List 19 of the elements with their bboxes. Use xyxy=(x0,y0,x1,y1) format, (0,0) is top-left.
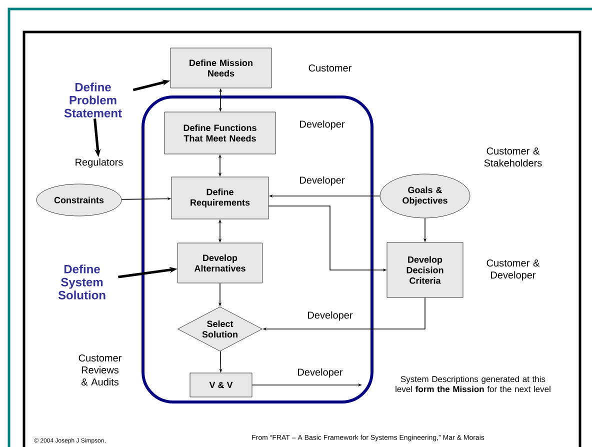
role-text: Customer & Stakeholders xyxy=(484,147,542,167)
rounded-frame xyxy=(142,96,374,404)
role-text: Customer xyxy=(308,64,352,72)
edge-label: Developer xyxy=(306,310,354,322)
process-box: V & V xyxy=(190,372,252,398)
process-box: Define Requirements xyxy=(171,176,269,220)
process-box: Define Functions That Meet Needs xyxy=(164,112,276,154)
note-text: System Descriptions generated at this level form the Mission for the next level xyxy=(396,376,550,392)
role-text: Developer xyxy=(300,120,345,130)
role-text: Customer Reviews & Audits xyxy=(78,354,122,386)
heading-text: Define Problem Statement xyxy=(64,82,122,118)
process-box: Develop Alternatives xyxy=(177,242,263,284)
edge-label: Developer xyxy=(298,175,346,187)
role-text: Regulators xyxy=(76,158,123,168)
role-text: Customer & Developer xyxy=(486,259,540,281)
process-box: Develop Decision Criteria xyxy=(386,242,464,298)
edge-label: Developer xyxy=(296,367,344,379)
process-box: Define Mission Needs xyxy=(170,48,272,88)
heading-text: Define System Solution xyxy=(58,264,106,300)
